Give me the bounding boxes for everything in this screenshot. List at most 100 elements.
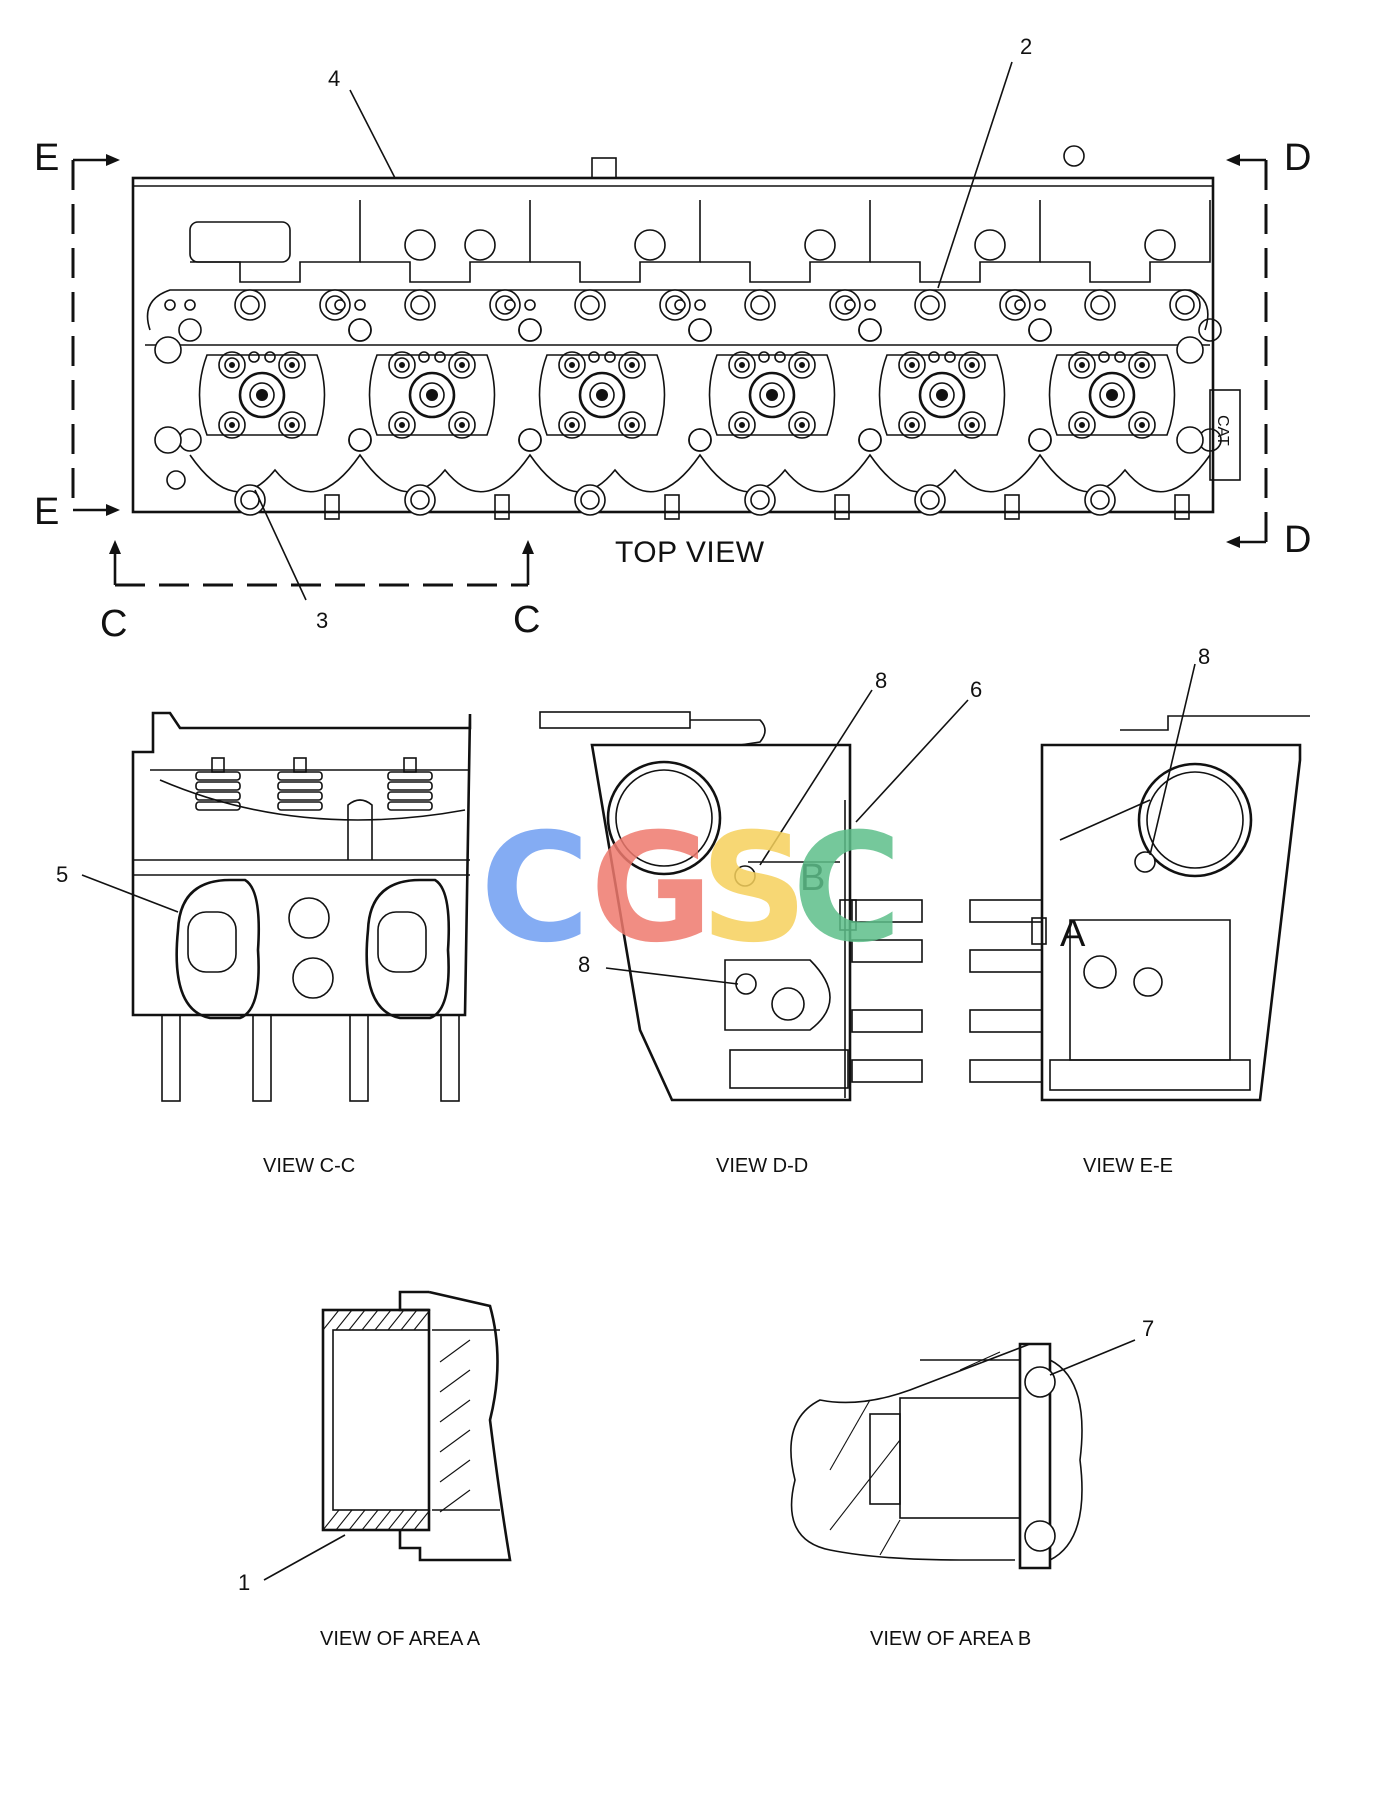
pocket-stud [184, 299, 196, 311]
view-area-b-title: VIEW OF AREA B [870, 1628, 1031, 1650]
head-bolt-inner [580, 490, 600, 510]
valve-stem-top [403, 757, 417, 773]
bottom-tab [1004, 494, 1020, 520]
section-markers [71, 154, 1268, 587]
head-bolt-inner [920, 490, 940, 510]
injector-bore [578, 371, 626, 419]
valve-spring-coil [387, 801, 433, 811]
pocket-stud [864, 299, 876, 311]
head-bolt [914, 484, 946, 516]
section-hatch [387, 1309, 405, 1331]
head-bolt-inner [750, 295, 770, 315]
injector-bore-inner [419, 382, 445, 408]
head-bolt-inner [1090, 295, 1110, 315]
rocker-stud [758, 351, 770, 363]
head-pocket-outline [360, 200, 531, 283]
pocket-stud [334, 299, 346, 311]
bolt-boss [1198, 318, 1222, 342]
injector-center [766, 389, 778, 401]
valve-cluster-outline [708, 354, 836, 436]
bottom-tab [664, 494, 680, 520]
pocket-stud [1014, 299, 1026, 311]
end-bolt [154, 426, 182, 454]
rocker-stud [434, 351, 446, 363]
head-pocket-outline [530, 200, 701, 283]
valve-cluster-outline [1048, 354, 1176, 436]
section-hatch [439, 1429, 471, 1453]
callout-8-c: 8 [1198, 644, 1210, 669]
section-hatch [322, 1509, 340, 1531]
valve-stem [394, 357, 410, 373]
rocker-stud [248, 351, 260, 363]
valve-tip [229, 422, 235, 428]
section-hatch [413, 1309, 431, 1331]
valve-stem-top [293, 757, 307, 773]
valve-spring-coil [277, 771, 323, 781]
valve-stem [224, 357, 240, 373]
view-cc-title: VIEW C-C [263, 1155, 355, 1177]
valve-spring-coil [195, 781, 241, 791]
valve-stem [624, 417, 640, 433]
head-bolt-inner [410, 490, 430, 510]
injector-bore [918, 371, 966, 419]
head-bolt-inner [580, 295, 600, 315]
valve-tip [739, 362, 745, 368]
head-pocket-outline [1040, 200, 1211, 283]
valve-tip [1139, 362, 1145, 368]
valve-cluster-outline [198, 354, 326, 436]
area-b-letter: B [800, 857, 825, 899]
pocket-stud [164, 299, 176, 311]
head-pocket-outline [870, 200, 1041, 283]
callout-3: 3 [316, 608, 328, 633]
watermark-letter-2: G [590, 802, 713, 976]
bottom-tab [834, 494, 850, 520]
head-bolt [914, 289, 946, 321]
valve-tip [459, 422, 465, 428]
valve-tip [399, 362, 405, 368]
valve-stem [564, 417, 580, 433]
head-pocket-outline [190, 200, 361, 283]
section-hatch [439, 1369, 471, 1393]
section-hatch [400, 1509, 418, 1531]
section-hatch [413, 1509, 431, 1531]
top-view-drawing: CAT [131, 145, 1241, 520]
valve-stem-top [211, 757, 225, 773]
valve-stem [794, 417, 810, 433]
callout-8-b: 8 [578, 952, 590, 977]
section-hatch [361, 1309, 379, 1331]
valve-tip [399, 422, 405, 428]
section-letter-c-right: C [513, 599, 540, 641]
pocket-stud [504, 299, 516, 311]
view-area-a-title: VIEW OF AREA A [320, 1628, 481, 1650]
head-bolt-inner [750, 490, 770, 510]
end-bolt [154, 336, 182, 364]
head-bolt [404, 484, 436, 516]
callout-4: 4 [328, 66, 340, 91]
rocker-stud [264, 351, 276, 363]
injector-bore [238, 371, 286, 419]
valve-tip [1079, 422, 1085, 428]
rocker-stud [774, 351, 786, 363]
head-bolt-inner [410, 295, 430, 315]
head-bolt-inner [240, 295, 260, 315]
section-hatch [335, 1509, 353, 1531]
valve-stem [454, 417, 470, 433]
valve-stem [564, 357, 580, 373]
valve-tip [969, 422, 975, 428]
head-bolt [744, 484, 776, 516]
pocket-hole [974, 229, 1006, 261]
valve-tip [459, 362, 465, 368]
valve-stem [734, 357, 750, 373]
pocket-stud [674, 299, 686, 311]
injector-center [936, 389, 948, 401]
valve-tip [799, 362, 805, 368]
section-hatch [374, 1309, 392, 1331]
view-dd-drawing [539, 711, 923, 1102]
head-bolt [1169, 289, 1201, 321]
valve-cluster-outline [878, 354, 1006, 436]
bolt-boss [178, 318, 202, 342]
valve-tip [289, 362, 295, 368]
section-hatch [348, 1309, 366, 1331]
valve-stem [394, 417, 410, 433]
